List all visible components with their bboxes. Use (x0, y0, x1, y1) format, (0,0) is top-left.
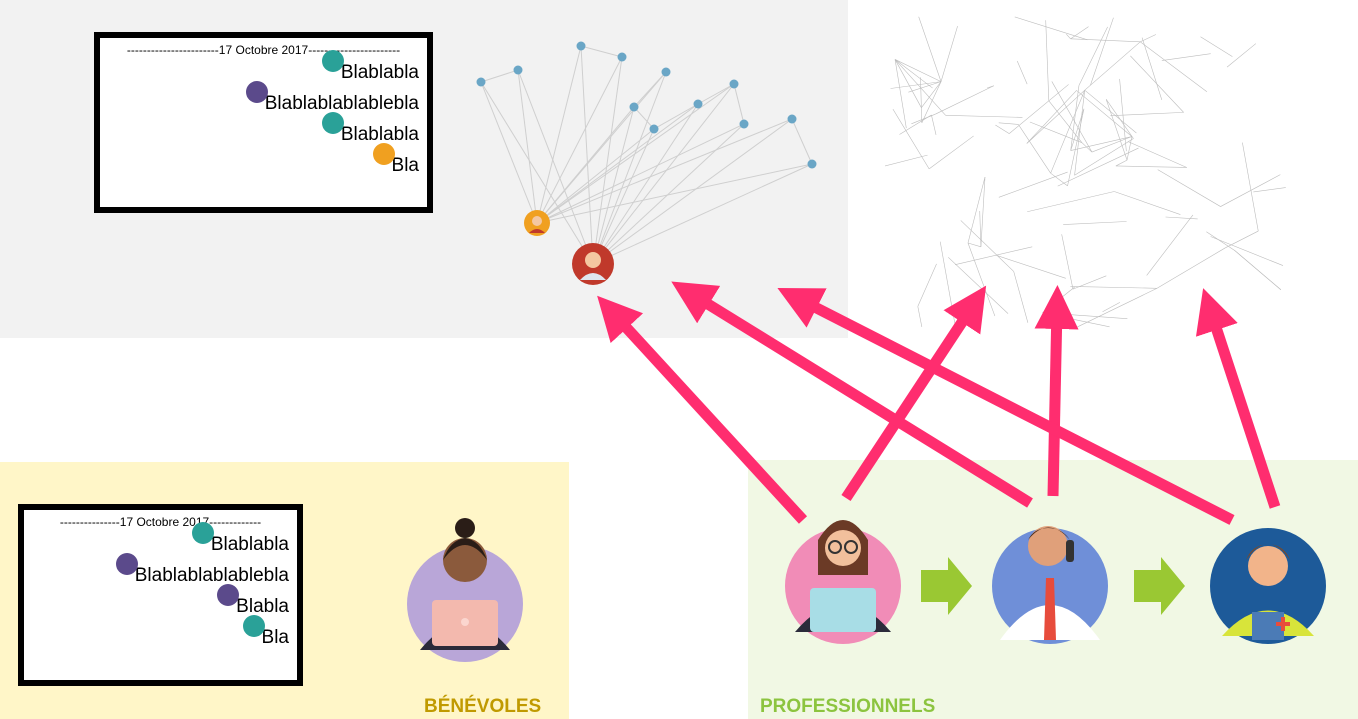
graph-avatar-orange (524, 210, 550, 236)
chat-avatar-icon (245, 81, 268, 103)
chat-message: Bla (32, 615, 289, 653)
step-arrow-1 (921, 557, 972, 615)
graph-node (617, 52, 627, 62)
chat-message: Blablabla (108, 112, 419, 150)
chat-avatar-icon (115, 553, 138, 575)
network-panel (880, 0, 1300, 338)
chat-avatar-icon (191, 522, 214, 544)
graph-node (739, 119, 749, 129)
chat-transcript-bottom: ---------------17 Octobre 2017----------… (18, 504, 303, 686)
chat-transcript-top: -----------------------17 Octobre 2017--… (94, 32, 433, 213)
chat-message: Bla (108, 143, 419, 181)
chat-date-header: -----------------------17 Octobre 2017--… (126, 43, 401, 57)
chat-message-text: Blabla (236, 596, 289, 617)
step-arrow-2 (1134, 557, 1185, 615)
volunteer-avatar (407, 518, 523, 662)
network-mesh (884, 16, 1286, 328)
graph-node (649, 124, 659, 134)
graph-node (729, 79, 739, 89)
chat-message-text: Blablabla (210, 534, 289, 555)
volunteers-label: BÉNÉVOLES (424, 696, 542, 717)
graph-node (476, 77, 486, 87)
professional-avatar-1 (785, 520, 901, 644)
arrow-pro3-to-network (1195, 288, 1281, 509)
graph-node (661, 67, 671, 77)
chat-message-text: Bla (261, 627, 289, 648)
chat-message: Blablabla (108, 50, 419, 88)
chat-date-header: ---------------17 Octobre 2017----------… (59, 515, 262, 529)
arrow-pro2-to-network (1034, 285, 1079, 497)
chat-message-text: Blablabla (340, 124, 419, 145)
chat-message: Blablabla (32, 522, 289, 560)
arrow-pro1-to-network (841, 285, 987, 502)
chat-message-text: Bla (391, 155, 419, 176)
graph-edges (480, 45, 813, 265)
graph-node (787, 114, 797, 124)
arrow-pro2-to-graph (671, 281, 1033, 508)
professional-avatar-2 (992, 526, 1108, 644)
professional-avatar-3 (1210, 528, 1326, 644)
assignment-arrows (597, 281, 1281, 525)
graph-node (513, 65, 523, 75)
graph-avatar-red (572, 243, 614, 285)
chat-avatar-icon (321, 112, 344, 134)
chat-avatar-icon (217, 584, 240, 606)
chat-avatar-icon (242, 615, 265, 637)
chat-message-text: Blablablablablebla (264, 93, 419, 114)
graph-node (629, 102, 639, 112)
graph-node (576, 41, 586, 51)
chat-message: Blablablablablebla (32, 553, 289, 591)
graph-node (693, 99, 703, 109)
graph-nodes (476, 41, 817, 169)
arrow-pro3-to-graph (777, 287, 1235, 525)
chat-avatar-icon (321, 50, 344, 72)
professionals-label: PROFESSIONNELS (760, 696, 936, 717)
chat-message-text: Blablabla (340, 62, 419, 83)
chat-avatar-icon (372, 143, 395, 165)
arrow-pro1-to-graph (597, 295, 808, 524)
chat-message-text: Blablablablablebla (134, 565, 289, 586)
graph-node (807, 159, 817, 169)
chat-message: Blablablablablebla (108, 81, 419, 119)
chat-message: Blabla (32, 584, 289, 622)
